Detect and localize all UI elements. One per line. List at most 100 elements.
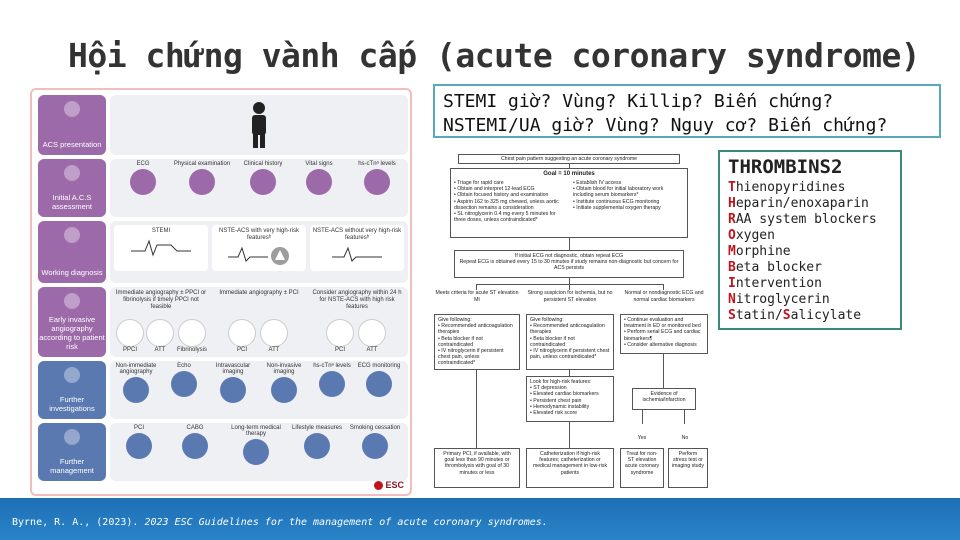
investigation-ecg-monitoring: ECG monitoring xyxy=(356,363,402,397)
mnemonic-letter: M xyxy=(728,244,736,259)
flow-line xyxy=(476,284,477,290)
item-label: Long-term medical therapy xyxy=(231,425,281,437)
row-label-text: Initial A.C.S assessment xyxy=(51,193,93,211)
flow-bullet: • Obtain blood for initial laboratory wo… xyxy=(573,186,664,199)
citation-authors: Byrne, R. A., (2023). xyxy=(12,517,145,528)
flow-line xyxy=(569,238,570,250)
mnemonic-item: Beta blocker xyxy=(728,260,892,276)
flow-bullet: • Continue evaluation and treatment in E… xyxy=(624,317,701,330)
card-title: NSTE-ACS with very high-risk featuresᵇ xyxy=(218,228,299,241)
mnemonic-letter: S xyxy=(782,308,791,323)
citation-work: 2023 ESC Guidelines for the management o… xyxy=(144,517,548,528)
flow-bullet: • IV nitroglycerin if persistent chest p… xyxy=(530,348,610,361)
flow-goal-box: Goal = 10 minutes • Triage for rapid car… xyxy=(450,168,688,238)
flow-bullet: • Triage for rapid care xyxy=(454,180,504,186)
syringe-icon xyxy=(178,319,206,347)
flow-bullet: • Recommended anticoagulation therapies xyxy=(530,323,605,336)
icon-ppci: PPCI xyxy=(116,317,144,353)
card-nste-low: NSTE-ACS without very high-risk features… xyxy=(310,225,404,271)
flow-bullet: • Persistent chest pain xyxy=(530,397,582,404)
row-content: STEMI NSTE-ACS with very high-risk featu… xyxy=(110,221,408,283)
flow-start: Chest pain pattern suggesting an acute c… xyxy=(458,154,680,164)
row-initial-assessment: Initial A.C.S assessment ECG Physical ex… xyxy=(38,159,408,217)
mnemonic-letter: I xyxy=(728,276,736,291)
stent-icon xyxy=(116,319,144,347)
flow-bullet: Give following: xyxy=(438,317,472,323)
mnemonic-letter: O xyxy=(728,228,736,243)
flow-col-stemi: Meets criteria for acute ST elevation MI xyxy=(435,290,519,303)
investigation-intravascular: Intravascular imaging xyxy=(208,363,258,403)
esc-logo: ESC xyxy=(374,480,404,490)
management-smoking: Smoking cessation xyxy=(348,425,402,459)
mnemonic-heading: THROMBINS2 xyxy=(728,156,843,178)
flow-col-ischemia: Strong suspicion for ischemia, but no pe… xyxy=(527,290,613,303)
flow-high-risk: Look for high-risk features: • ST depres… xyxy=(526,376,614,422)
item-label: hs-cTnᵃ levels xyxy=(313,363,351,369)
assessment-vitals: Vital signs xyxy=(294,161,344,195)
mnemonic-item: Oxygen xyxy=(728,228,892,244)
runner-icon xyxy=(304,433,330,459)
row-label: ACS presentation xyxy=(38,95,106,155)
mnemonic-text: itroglycerin xyxy=(735,292,830,307)
assessment-troponin: hs-cTnᵃ levels xyxy=(350,161,404,195)
investigation-troponin: hs-cTnᵃ levels xyxy=(310,363,354,397)
item-label: Echo xyxy=(177,363,191,369)
card-title: NSTE-ACS without very high-risk features… xyxy=(312,228,402,241)
mnemonic-text: tatin/ xyxy=(735,308,783,323)
mnemonic-letter: T xyxy=(728,180,736,195)
card-title: STEMI xyxy=(151,228,171,234)
row-label: Further management xyxy=(38,423,106,481)
icon-pci: PCI xyxy=(228,317,256,353)
flow-bullet: • Establish IV access xyxy=(573,180,622,186)
mnemonic-letter: S xyxy=(728,308,736,323)
mnemonic-item: Morphine xyxy=(728,244,892,260)
mnemonic-item: Heparin/enoxaparin xyxy=(728,196,892,212)
flow-bullet: Look for high-risk features: xyxy=(530,379,592,385)
question-nstemi: NSTEMI/UA giờ? Vùng? Nguy cơ? Biến chứng… xyxy=(443,115,888,136)
row-label: Early invasive angiography according to … xyxy=(38,287,106,357)
intravascular-icon xyxy=(220,377,246,403)
flow-give-b: Give following: • Recommended anticoagul… xyxy=(526,314,614,370)
row-further-investigations: Further investigations Non-immediate ang… xyxy=(38,361,408,419)
flow-line xyxy=(663,354,664,388)
row-label-text: Further investigations xyxy=(49,395,95,413)
management-cabg: CABG xyxy=(170,425,220,459)
mnemonic-letter: H xyxy=(728,196,736,211)
row-content xyxy=(110,95,408,155)
flow-evidence: Evidence of ischemia/infarction xyxy=(632,388,696,410)
flow-bullet: • Beta blocker if not contraindicated xyxy=(438,335,483,348)
row-label-text: Working diagnosis xyxy=(41,268,103,277)
row-early-invasive: Early invasive angiography according to … xyxy=(38,287,408,357)
pills-icon xyxy=(146,319,174,347)
esc-acs-infographic: ACS presentation Initial A.C.S assessmen… xyxy=(30,88,412,496)
item-label: Physical examination xyxy=(173,161,231,167)
icon-label: PCI xyxy=(236,347,247,353)
mnemonic-text: hienopyridines xyxy=(735,180,846,195)
icon-label: PCI xyxy=(334,347,345,353)
row-further-management: Further management PCI CABG Long-term me… xyxy=(38,423,408,481)
flow-give-a: Give following: • Recommended anticoagul… xyxy=(434,314,520,370)
flow-outcome-stress-test: Perform stress test or imaging study xyxy=(668,448,708,488)
flow-line xyxy=(569,278,570,284)
assessment-history: Clinical history xyxy=(238,161,288,195)
row-content: Non-immediate angiography Echo Intravasc… xyxy=(110,361,408,419)
flow-line xyxy=(569,370,570,376)
flow-goal-right: • Establish IV access • Obtain blood for… xyxy=(573,180,685,211)
scanner-icon xyxy=(271,377,297,403)
mnemonic-item: RAA system blockers xyxy=(728,212,892,228)
flow-bullet: • ST depression xyxy=(530,385,567,392)
mnemonic-text: AA system blockers xyxy=(735,212,877,227)
row-label: Working diagnosis xyxy=(38,221,106,283)
mnemonic-text: eparin/enoxaparin xyxy=(735,196,869,211)
stethoscope-icon xyxy=(189,169,215,195)
investigation-angiography: Non-immediate angiography xyxy=(112,363,160,403)
item-label: PCI xyxy=(133,425,144,431)
icon-att: ATT xyxy=(260,317,288,353)
nste-wave-icon xyxy=(332,246,382,262)
flow-bullet: • Elevated cardiac biomarkers xyxy=(530,391,599,398)
stent-icon xyxy=(228,319,256,347)
thrombins2-mnemonic: THROMBINS2 Thienopyridines Heparin/enoxa… xyxy=(718,150,902,330)
flow-bullet: • Obtain focused history and examination xyxy=(454,192,549,199)
flow-goal-left: • Triage for rapid care • Obtain and int… xyxy=(454,180,566,223)
investigation-noninvasive: Non-invasive imaging xyxy=(260,363,308,403)
